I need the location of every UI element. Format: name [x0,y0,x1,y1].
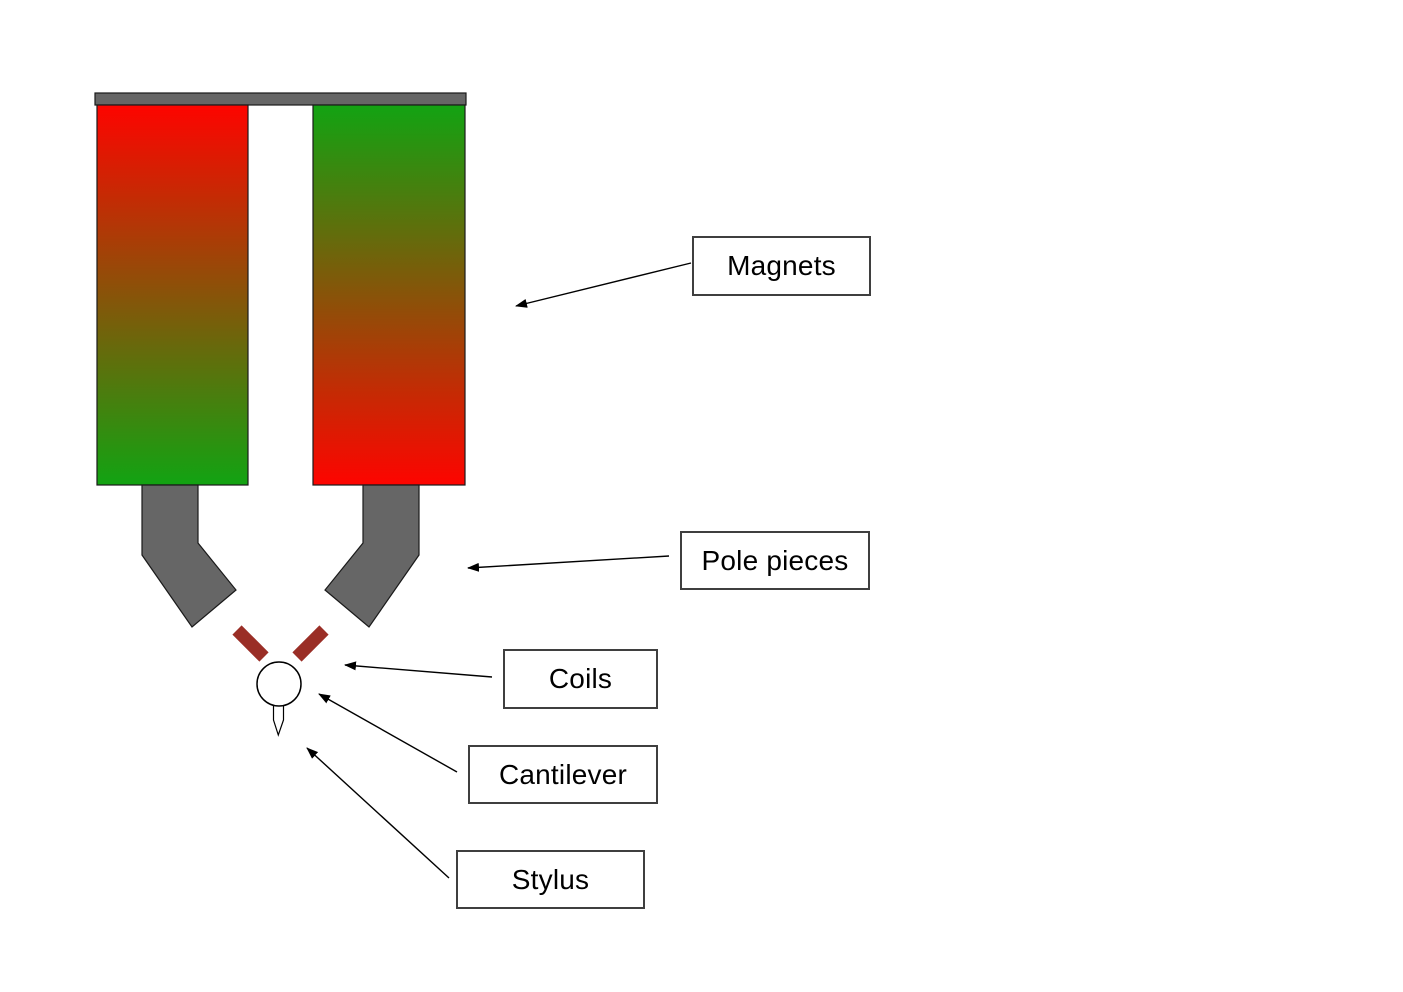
coils-arrow [344,661,493,678]
cantilever-label-box: Cantilever [468,745,658,804]
coils-label: Coils [548,663,613,694]
right-magnet [312,104,466,486]
cantilever-label: Cantilever [498,758,628,790]
left-coil [232,625,269,662]
coils-label-box: Coils [503,649,658,709]
left-pole-piece [141,484,237,628]
right-pole-piece [324,484,420,628]
left-magnet [96,104,249,486]
stylus-label-box: Stylus [456,850,645,909]
cantilever-arrow [318,693,458,773]
pole-pieces-label: Pole pieces [701,544,849,576]
right-coil [292,625,329,662]
pole-pieces-label-box: Pole pieces [680,531,870,590]
stylus-arrow [306,747,450,879]
magnets-arrow [515,262,692,308]
cantilever-pivot [256,661,302,707]
top-yoke-plate [94,92,467,106]
pole-pieces-arrow [467,555,670,572]
magnets-label-box: Magnets [692,236,871,296]
magnets-label: Magnets [727,250,836,281]
stylus-label: Stylus [511,863,590,895]
